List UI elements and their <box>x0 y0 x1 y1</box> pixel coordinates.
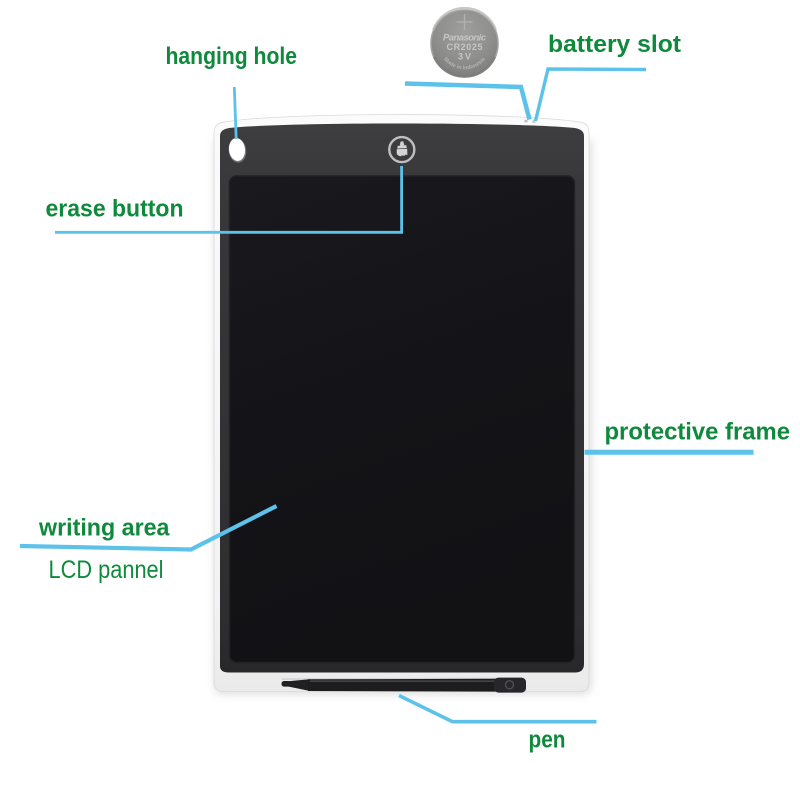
svg-text:erase button: erase button <box>46 196 184 223</box>
svg-text:Panasonic: Panasonic <box>443 33 487 44</box>
svg-text:LCD pannel: LCD pannel <box>49 556 164 584</box>
svg-text:pen: pen <box>529 727 566 754</box>
svg-text:protective frame: protective frame <box>605 419 791 446</box>
svg-text:writing area: writing area <box>38 515 170 542</box>
svg-text:CR2025: CR2025 <box>447 42 483 52</box>
svg-text:battery slot: battery slot <box>548 31 681 58</box>
svg-text:3V: 3V <box>458 52 471 62</box>
svg-text:hanging hole: hanging hole <box>166 43 298 70</box>
